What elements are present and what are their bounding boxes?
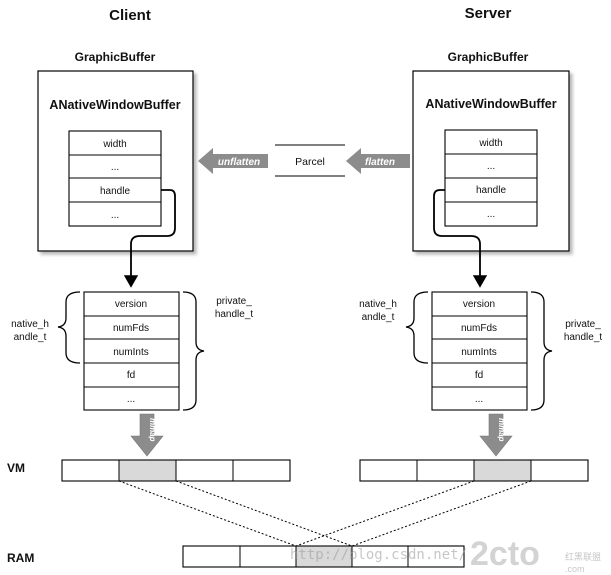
client-field-ellipsis-1: ... [111, 162, 119, 173]
server-native-handle-brace [405, 291, 429, 364]
parcel-box: Parcel [275, 144, 345, 177]
unflatten-label: unflatten [218, 157, 260, 168]
server-native-handle-label-1: native_h [359, 299, 397, 310]
watermark-url: http://blog.csdn.net/ [290, 547, 467, 563]
server-private-handle-brace [530, 291, 553, 411]
server-handle-numints: numInts [461, 347, 497, 358]
server-field-ellipsis-1: ... [487, 161, 495, 172]
server-native-handle-table: version numFds numInts fd ... [431, 291, 528, 411]
client-field-handle: handle [100, 186, 130, 197]
watermark-brand: 2cto [470, 535, 540, 573]
client-graphicbuffer-label: GraphicBuffer [75, 50, 156, 64]
client-vm-bar [61, 459, 291, 482]
server-private-handle-label-2: handle_t [564, 332, 603, 343]
client-anwb-label: ANativeWindowBuffer [49, 98, 180, 112]
server-handle-numfds: numFds [461, 323, 497, 334]
server-graphicbuffer-label: GraphicBuffer [448, 50, 529, 64]
client-mmap-label: mmap [148, 418, 157, 442]
ram-bar [182, 545, 465, 568]
client-native-handle-label-1: native_h [11, 319, 49, 330]
client-anativewindowbuffer-box: ANativeWindowBuffer width ... handle ... [37, 70, 194, 252]
client-native-handle-label-2: andle_t [14, 332, 47, 343]
client-field-ellipsis-2: ... [111, 210, 119, 221]
client-field-table: width ... handle ... [68, 130, 162, 227]
client-field-width: width [102, 139, 126, 150]
server-native-handle-label-2: andle_t [362, 312, 395, 323]
server-mmap-arrow: mmap [479, 413, 513, 457]
client-private-handle-label-1: private_ [216, 296, 252, 307]
server-anativewindowbuffer-box: ANativeWindowBuffer width ... handle ... [412, 70, 570, 252]
server-field-table: width ... handle ... [444, 129, 538, 227]
vm-label: VM [7, 461, 25, 475]
watermark-brand-cn: 红黑联盟 [565, 551, 601, 563]
server-handle-fd: fd [475, 370, 483, 381]
vm-ram-mapping-lines [118, 480, 532, 547]
parcel-label: Parcel [295, 156, 325, 168]
client-handle-pointer [123, 189, 176, 288]
flatten-label: flatten [365, 157, 395, 168]
server-vm-bar [359, 459, 589, 482]
server-handle-ellipsis: ... [475, 394, 483, 405]
server-title: Server [465, 5, 512, 22]
server-field-ellipsis-2: ... [487, 209, 495, 220]
flatten-arrow: flatten [346, 148, 410, 174]
client-title: Client [109, 7, 151, 24]
client-handle-version: version [115, 299, 147, 310]
client-private-handle-label-2: handle_t [215, 309, 254, 320]
server-field-handle: handle [476, 185, 506, 196]
client-handle-numints: numInts [113, 347, 149, 358]
client-native-handle-brace [57, 291, 81, 364]
watermark-brand-suffix: .com [565, 564, 585, 574]
ram-label: RAM [7, 551, 34, 565]
client-handle-fd: fd [127, 370, 135, 381]
server-handle-pointer [433, 189, 488, 288]
client-native-handle-table: version numFds numInts fd ... [83, 291, 180, 411]
server-handle-version: version [463, 299, 495, 310]
unflatten-arrow: unflatten [198, 148, 268, 174]
server-anwb-label: ANativeWindowBuffer [425, 97, 556, 111]
watermark: http://blog.csdn.net/ 2cto 红黑联盟 .com [290, 535, 601, 574]
client-private-handle-brace [182, 291, 205, 411]
client-handle-ellipsis: ... [127, 394, 135, 405]
client-mmap-arrow: mmap [130, 413, 164, 457]
server-field-width: width [478, 138, 502, 149]
server-private-handle-label-1: private_ [565, 319, 601, 330]
client-handle-numfds: numFds [113, 323, 149, 334]
server-mmap-label: mmap [497, 418, 506, 442]
